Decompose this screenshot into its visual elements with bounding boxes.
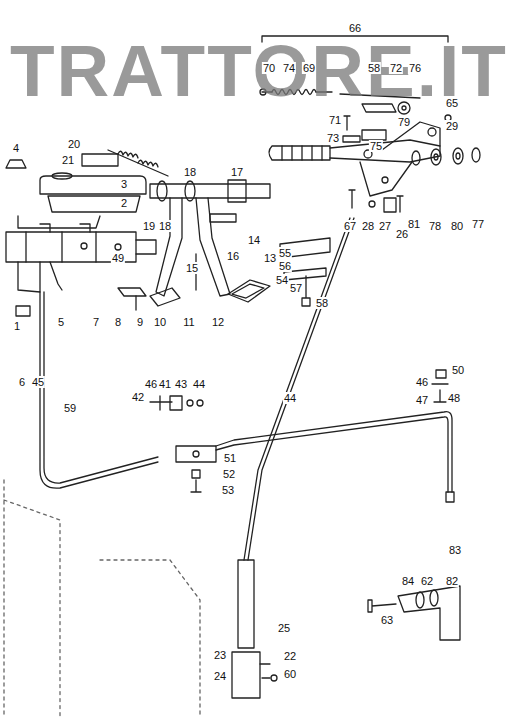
- callout-number: 2: [120, 197, 128, 209]
- callout-number: 48: [447, 392, 461, 404]
- callout-number: 82: [445, 575, 459, 587]
- callout-number: 59: [63, 402, 77, 414]
- block: [82, 154, 118, 166]
- watermark: TRATTORE.IT: [10, 34, 508, 107]
- callout-number: 9: [136, 316, 144, 328]
- callout-number: 13: [263, 252, 277, 264]
- callout-number: 53: [221, 484, 235, 496]
- callout-number: 23: [213, 649, 227, 661]
- brake-pedal: [196, 198, 230, 296]
- callout-number: 51: [223, 452, 237, 464]
- callout-number: 46: [415, 376, 429, 388]
- cable-conduit: [238, 560, 254, 648]
- callout-number: 18: [158, 220, 172, 232]
- callout-number: 16: [226, 250, 240, 262]
- callout-number: 41: [158, 378, 172, 390]
- callout-number: 77: [471, 218, 485, 230]
- callout-number: 60: [283, 668, 297, 680]
- lever-bracket: [360, 162, 412, 196]
- callout-number: 7: [92, 316, 100, 328]
- callout-number: 66: [348, 22, 362, 34]
- callout-number: 5: [57, 316, 65, 328]
- reservoir-base: [48, 196, 140, 212]
- callout-number: 55: [278, 247, 292, 259]
- callout-number: 25: [277, 622, 291, 634]
- callout-number: 42: [131, 391, 145, 403]
- brake-pipe: [40, 292, 158, 488]
- callout-number: 52: [222, 468, 236, 480]
- callout-number: 28: [361, 220, 375, 232]
- callout-number: 83: [448, 544, 462, 556]
- callout-number: 57: [289, 282, 303, 294]
- tee-fitting: [176, 446, 216, 462]
- callout-number: 1: [13, 320, 21, 332]
- callout-number: 21: [61, 154, 75, 166]
- callout-number: 56: [278, 260, 292, 272]
- brake-pipe: [216, 412, 452, 492]
- pedal-shaft: [150, 184, 270, 198]
- callout-number: 71: [328, 114, 342, 126]
- callout-number: 11: [182, 316, 195, 328]
- callout-number: 17: [230, 166, 244, 178]
- callout-number: 45: [31, 376, 45, 388]
- callout-number: 75: [369, 140, 383, 152]
- callout-number: 12: [211, 316, 225, 328]
- callout-number: 76: [408, 62, 422, 74]
- callout-number: 4: [12, 142, 20, 154]
- callout-number: 63: [380, 614, 394, 626]
- callout-number: 3: [120, 178, 128, 190]
- callout-number: 58: [367, 62, 381, 74]
- callout-number: 54: [275, 274, 289, 286]
- callout-number: 47: [415, 394, 429, 406]
- hand-brake-cable: [244, 218, 350, 560]
- callout-number: 49: [111, 252, 125, 264]
- callout-number: 58: [315, 297, 329, 309]
- callout-number: 20: [67, 138, 81, 150]
- hand-brake-lever: [330, 140, 440, 162]
- callout-number: 80: [450, 220, 464, 232]
- pedal-pad: [228, 280, 270, 302]
- callout-number: 44: [283, 392, 297, 404]
- callout-number: 6: [18, 376, 26, 388]
- callout-number: 62: [420, 575, 434, 587]
- callout-number: 22: [283, 650, 297, 662]
- callout-number: 44: [192, 378, 206, 390]
- callout-number: 84: [401, 575, 415, 587]
- callout-number: 69: [302, 62, 316, 74]
- callout-number: 14: [247, 234, 261, 246]
- hand-grip: [269, 146, 330, 160]
- callout-number: 29: [445, 120, 459, 132]
- callout-number: 8: [114, 316, 122, 328]
- reservoir-cap: [6, 160, 26, 168]
- callout-number: 43: [174, 378, 188, 390]
- callout-number: 15: [185, 262, 199, 274]
- callout-number: 27: [378, 220, 392, 232]
- clevis: [232, 652, 260, 698]
- callout-number: 24: [213, 670, 227, 682]
- callout-number: 72: [389, 62, 403, 74]
- callout-number: 18: [183, 166, 197, 178]
- cable-bracket: [398, 586, 460, 640]
- callout-number: 10: [153, 316, 167, 328]
- callout-number: 79: [397, 116, 411, 128]
- callout-number: 50: [451, 364, 465, 376]
- callout-number: 78: [428, 220, 442, 232]
- callout-number: 67: [343, 220, 357, 232]
- callout-number: 65: [445, 97, 459, 109]
- sleeve: [228, 180, 246, 202]
- callout-number: 46: [144, 378, 158, 390]
- callout-number: 74: [282, 62, 296, 74]
- clutch-pedal: [156, 198, 182, 296]
- callout-number: 19: [142, 220, 156, 232]
- callout-number: 81: [407, 218, 421, 230]
- callout-number: 70: [262, 62, 276, 74]
- callout-number: 73: [326, 132, 340, 144]
